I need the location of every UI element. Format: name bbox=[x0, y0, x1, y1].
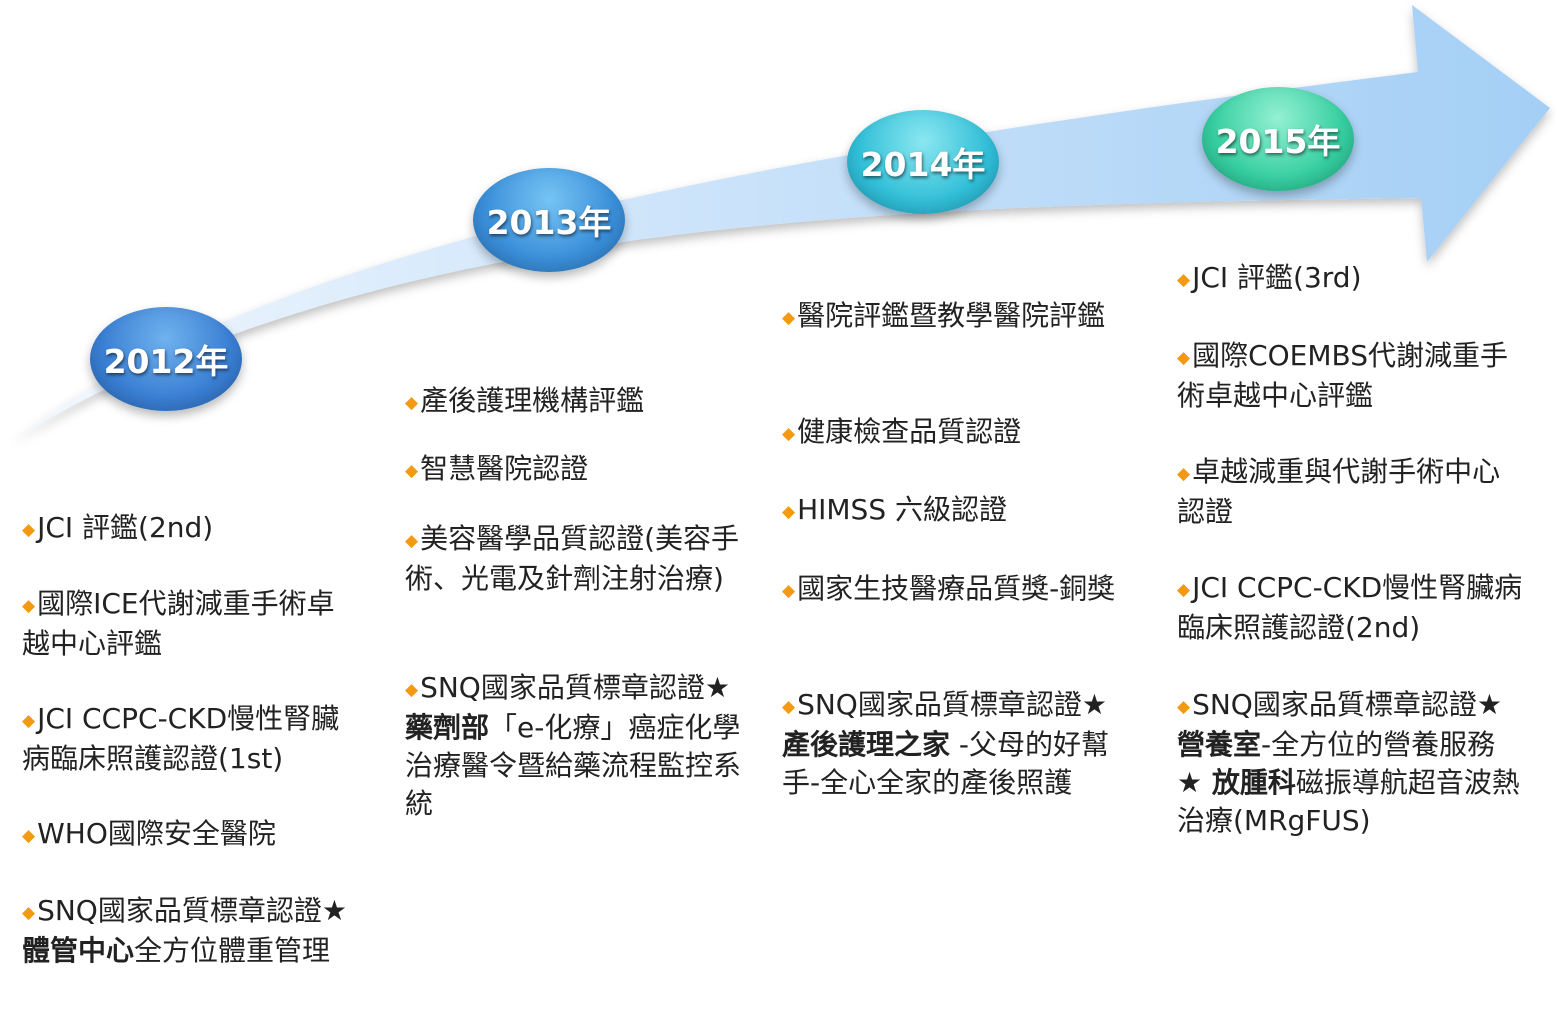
item-text-bold: ★產後護理之家 bbox=[782, 688, 1107, 761]
year-label: 2013年 bbox=[486, 203, 612, 242]
list-item: ◆卓越減重與代謝手術中心認證 bbox=[1177, 453, 1517, 531]
year-label: 2012年 bbox=[103, 342, 229, 381]
item-text: WHO國際安全醫院 bbox=[37, 817, 276, 850]
diamond-bullet-icon: ◆ bbox=[782, 308, 796, 328]
item-text: -全方位的營養服務 bbox=[1261, 728, 1496, 761]
diamond-bullet-icon: ◆ bbox=[782, 424, 796, 444]
item-text: 醫院評鑑暨教學醫院評鑑 bbox=[797, 299, 1106, 332]
arrow-body bbox=[12, 5, 1550, 440]
item-text: 國際ICE代謝減重手術卓越中心評鑑 bbox=[22, 587, 335, 660]
year-label: 2014年 bbox=[860, 145, 986, 184]
diamond-bullet-icon: ◆ bbox=[22, 520, 36, 540]
diamond-bullet-icon: ◆ bbox=[782, 502, 796, 522]
list-item: ◆智慧醫院認證 bbox=[405, 450, 745, 490]
item-text: JCI CCPC-CKD慢性腎臟病臨床照護認證(2nd) bbox=[1177, 571, 1523, 644]
item-text: SNQ國家品質標章認證 bbox=[420, 671, 705, 704]
item-text: 產後護理機構評鑑 bbox=[420, 384, 645, 417]
item-text: 智慧醫院認證 bbox=[420, 452, 589, 485]
item-text: 卓越減重與代謝手術中心認證 bbox=[1177, 455, 1501, 528]
list-item: ◆JCI CCPC-CKD慢性腎臟病臨床照護認證(1st) bbox=[22, 700, 362, 778]
diamond-bullet-icon: ◆ bbox=[22, 826, 36, 846]
diamond-bullet-icon: ◆ bbox=[782, 581, 796, 601]
list-item: ◆JCI CCPC-CKD慢性腎臟病臨床照護認證(2nd) bbox=[1177, 569, 1537, 647]
item-text-bold: ★ 放腫科 bbox=[1177, 766, 1296, 799]
diamond-bullet-icon: ◆ bbox=[405, 680, 419, 700]
list-item: ◆國家生技醫療品質獎-銅獎 bbox=[782, 570, 1122, 610]
item-text: -父母的好幫手-全心全家的產後照護 bbox=[782, 728, 1110, 799]
item-text: 美容醫學品質認證(美容手術、光電及針劑注射治療) bbox=[405, 522, 740, 595]
item-text: SNQ國家品質標章認證 bbox=[37, 894, 322, 927]
list-item: ◆JCI 評鑑(3rd) bbox=[1177, 259, 1537, 299]
list-item: ◆SNQ國家品質標章認證★營養室-全方位的營養服務 ★ 放腫科磁振導航超音波熱治… bbox=[1177, 686, 1522, 840]
list-item: ◆產後護理機構評鑑 bbox=[405, 382, 745, 422]
item-text-bold: ★營養室 bbox=[1177, 688, 1502, 761]
list-item: ◆SNQ國家品質標章認證★產後護理之家 -父母的好幫手-全心全家的產後照護 bbox=[782, 686, 1122, 802]
diamond-bullet-icon: ◆ bbox=[1177, 464, 1191, 484]
item-text: JCI CCPC-CKD慢性腎臟病臨床照護認證(1st) bbox=[22, 702, 340, 775]
list-item: ◆WHO國際安全醫院 bbox=[22, 815, 362, 855]
diamond-bullet-icon: ◆ bbox=[22, 903, 36, 923]
item-text: 健康檢查品質認證 bbox=[797, 415, 1022, 448]
list-item: ◆JCI 評鑑(2nd) bbox=[22, 509, 362, 549]
item-text: 全方位體重管理 bbox=[134, 934, 331, 967]
year-badge-2013: 2013年 bbox=[473, 168, 625, 272]
list-item: ◆HIMSS 六級認證 bbox=[782, 491, 1122, 531]
diamond-bullet-icon: ◆ bbox=[1177, 348, 1191, 368]
item-text: 國際COEMBS代謝減重手術卓越中心評鑑 bbox=[1177, 339, 1509, 412]
list-item: ◆SNQ國家品質標章認證★藥劑部「e-化療」癌症化學治療醫令暨給藥流程監控系統 bbox=[405, 669, 745, 823]
diamond-bullet-icon: ◆ bbox=[1177, 697, 1191, 717]
item-text-bold: ★體管中心 bbox=[22, 894, 347, 967]
item-text: SNQ國家品質標章認證 bbox=[797, 688, 1082, 721]
year-label: 2015年 bbox=[1215, 122, 1341, 161]
diamond-bullet-icon: ◆ bbox=[405, 531, 419, 551]
item-text: SNQ國家品質標章認證 bbox=[1192, 688, 1477, 721]
list-item: ◆醫院評鑑暨教學醫院評鑑 bbox=[782, 297, 1112, 337]
year-badge-2014: 2014年 bbox=[847, 110, 999, 214]
year-badge-2015: 2015年 bbox=[1202, 87, 1354, 191]
diamond-bullet-icon: ◆ bbox=[405, 393, 419, 413]
diamond-bullet-icon: ◆ bbox=[1177, 270, 1191, 290]
diamond-bullet-icon: ◆ bbox=[1177, 580, 1191, 600]
diamond-bullet-icon: ◆ bbox=[22, 711, 36, 731]
item-text: JCI 評鑑(2nd) bbox=[37, 511, 214, 544]
item-text: 磁振導航超音波熱治療(MRgFUS) bbox=[1177, 766, 1520, 837]
item-text: HIMSS 六級認證 bbox=[797, 493, 1007, 526]
list-item: ◆健康檢查品質認證 bbox=[782, 413, 1122, 453]
list-item: ◆國際ICE代謝減重手術卓越中心評鑑 bbox=[22, 585, 362, 663]
list-item: ◆國際COEMBS代謝減重手術卓越中心評鑑 bbox=[1177, 337, 1517, 415]
item-text: JCI 評鑑(3rd) bbox=[1192, 261, 1362, 294]
diamond-bullet-icon: ◆ bbox=[782, 697, 796, 717]
year-badge-2012: 2012年 bbox=[90, 307, 242, 411]
list-item: ◆SNQ國家品質標章認證★體管中心全方位體重管理 bbox=[22, 892, 362, 970]
item-text-bold: ★藥劑部 bbox=[405, 671, 730, 744]
diamond-bullet-icon: ◆ bbox=[22, 596, 36, 616]
item-text: 「e-化療」癌症化學治療醫令暨給藥流程監控系統 bbox=[405, 711, 742, 820]
list-item: ◆美容醫學品質認證(美容手術、光電及針劑注射治療) bbox=[405, 520, 745, 598]
diamond-bullet-icon: ◆ bbox=[405, 461, 419, 481]
item-text: 國家生技醫療品質獎-銅獎 bbox=[797, 572, 1116, 605]
